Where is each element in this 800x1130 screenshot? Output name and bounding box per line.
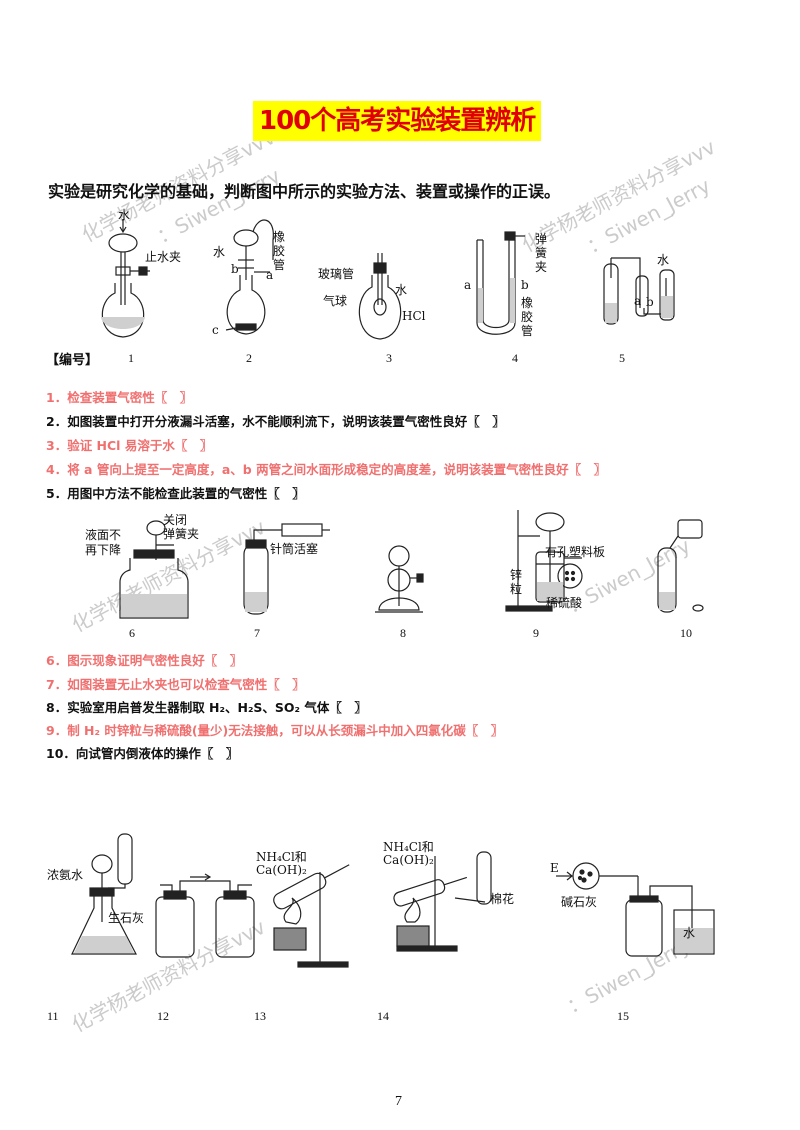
figure-1-diagram — [101, 219, 150, 338]
figure-12-diagram — [155, 873, 255, 958]
figure-number: 5 — [619, 351, 625, 365]
figure-2-diagram — [225, 219, 274, 335]
figure-3-diagram — [358, 253, 402, 340]
figure-5-diagram — [603, 257, 675, 325]
figure-9-diagram — [505, 510, 583, 612]
question-9: 9．制 H₂ 时锌粒与稀硫酸(量少)无法接触，可以从长颈漏斗中加入四氯化碳〖 〗 — [46, 723, 504, 738]
figure-2-label: 胶 — [273, 244, 286, 258]
figure-9-label: 稀硫酸 — [546, 596, 583, 610]
question-7: 7．如图装置无止水夹也可以检查气密性〖 〗 — [46, 677, 305, 692]
figure-4-label: 夹 — [535, 260, 548, 274]
question-3: 3．验证 HCl 易溶于水〖 〗 — [46, 438, 213, 453]
question-1: 1．检查装置气密性〖 〗 — [46, 390, 193, 405]
figure-number: 8 — [400, 626, 406, 640]
figure-6-label: 再下降 — [85, 543, 122, 557]
figure-3-label: 玻璃管 — [318, 267, 355, 281]
figure-15-label: 水 — [683, 926, 696, 940]
intro-text: 实验是研究化学的基础，判断图中所示的实验方法、装置或操作的正误。 — [48, 182, 561, 201]
figure-11-label: 生石灰 — [108, 911, 145, 925]
figure-4-label: a — [464, 278, 472, 292]
figure-3-label: 气球 — [323, 294, 348, 308]
figure-6-label: 关闭 — [163, 513, 188, 527]
question-6: 6．图示现象证明气密性良好〖 〗 — [46, 653, 243, 668]
figure-4-label: 簧 — [535, 246, 548, 260]
figure-number: 4 — [512, 351, 518, 365]
figure-number: 12 — [157, 1009, 169, 1023]
figure-14-label: NH₄Cl和 — [383, 840, 434, 854]
figure-number: 2 — [246, 351, 252, 365]
figure-3-label: 水 — [395, 283, 408, 297]
figure-7-label: 针筒活塞 — [270, 542, 319, 556]
bianhao-label: 【编号】 — [46, 353, 99, 368]
figure-15-label: E — [550, 861, 559, 875]
figure-number: 13 — [254, 1009, 266, 1023]
figure-4-diagram — [476, 231, 525, 335]
figure-6-diagram — [119, 520, 189, 619]
figure-2-label: b — [231, 262, 239, 276]
figure-2-label: 橡 — [273, 230, 286, 244]
figure-number: 7 — [254, 626, 260, 640]
figure-number: 1 — [128, 351, 134, 365]
question-10: 10．向试管内倒液体的操作〖 〗 — [46, 746, 239, 761]
question-4: 4．将 a 管向上提至一定高度，a、b 两管之间水面形成稳定的高度差，说明该装置… — [46, 462, 607, 477]
figure-13-label: Ca(OH)₂ — [256, 863, 307, 877]
figure-number: 11 — [47, 1009, 59, 1023]
page-number: 7 — [395, 1094, 402, 1109]
figure-14-diagram — [393, 851, 492, 952]
figure-4-label: 橡 — [521, 296, 534, 310]
figure-7-diagram — [243, 523, 330, 615]
figure-5-label: 水 — [657, 253, 670, 267]
figure-1-label: 水 — [118, 208, 131, 222]
figure-4-label: 弹 — [535, 232, 548, 246]
figure-13-diagram — [273, 864, 350, 968]
figure-4-label: 管 — [521, 324, 534, 338]
figure-13-label: NH₄Cl和 — [256, 850, 307, 864]
figure-15-label: 碱石灰 — [561, 895, 598, 909]
figure-number: 14 — [377, 1009, 389, 1023]
figure-14-label: Ca(OH)₂ — [383, 853, 434, 867]
figure-15-diagram — [556, 862, 715, 957]
figure-9-label: 有孔塑料板 — [545, 545, 606, 559]
figure-14-label: 棉花 — [490, 892, 515, 906]
figure-11-label: 浓氨水 — [47, 868, 84, 882]
figure-number: 6 — [129, 626, 135, 640]
figure-2-label: 管 — [273, 258, 286, 272]
figure-8-diagram — [375, 545, 424, 613]
figure-2-label: 水 — [213, 245, 226, 259]
figure-6-label: 弹簧夹 — [163, 527, 200, 541]
figure-2-label: a — [266, 268, 274, 282]
figure-number: 3 — [386, 351, 392, 365]
figure-3-label: HCl — [402, 309, 426, 323]
figure-5-label: a — [634, 294, 642, 308]
question-2: 2．如图装置中打开分液漏斗活塞，水不能顺利流下，说明该装置气密性良好〖 〗 — [46, 414, 505, 429]
figure-5-label: b — [646, 295, 654, 309]
question-5: 5．用图中方法不能检查此装置的气密性〖 〗 — [46, 486, 305, 501]
figure-number: 15 — [617, 1009, 629, 1023]
figure-6-label: 液面不 — [85, 528, 122, 542]
figure-1-label: 止水夹 — [145, 250, 182, 264]
figure-4-label: b — [521, 278, 529, 292]
figure-4-label: 胶 — [521, 310, 534, 324]
figure-9-label: 粒 — [510, 582, 523, 596]
figure-9-label: 锌 — [510, 568, 523, 582]
figure-number: 10 — [680, 626, 692, 640]
page-title: 100个高考实验装置辨析 — [253, 101, 542, 141]
figure-10-diagram — [657, 519, 704, 613]
question-8: 8．实验室用启普发生器制取 H₂、H₂S、SO₂ 气体〖 〗 — [46, 700, 367, 715]
figure-number: 9 — [533, 626, 539, 640]
figure-2-label: c — [212, 323, 219, 337]
figure-11-diagram — [71, 833, 137, 955]
